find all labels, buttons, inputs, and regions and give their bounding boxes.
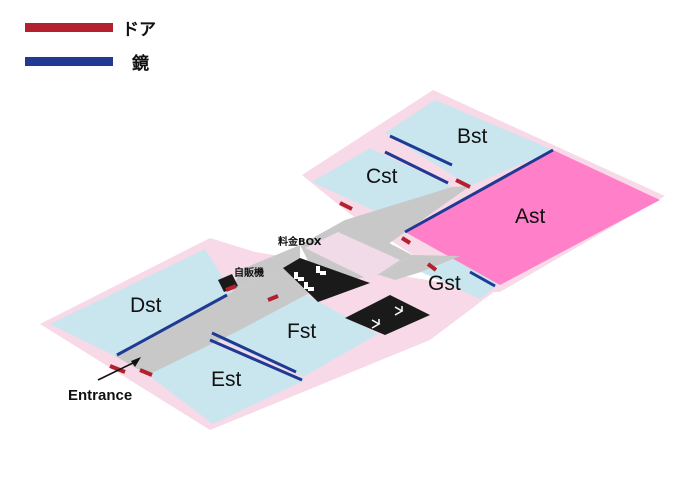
door-est — [139, 368, 153, 377]
room-label-gst: Gst — [428, 272, 461, 295]
room-fst — [205, 289, 378, 377]
toilet-icon — [304, 282, 314, 291]
room-est — [148, 340, 305, 424]
door-ast — [400, 236, 412, 245]
legend-door-label: ドア — [122, 20, 156, 40]
room-bst — [385, 100, 553, 186]
legend-mirror-swatch — [25, 57, 113, 66]
legend-door-swatch — [25, 23, 113, 32]
restroom-group — [283, 258, 430, 335]
rooms — [50, 100, 660, 424]
legend: ドア 鏡 — [25, 20, 156, 74]
room-dst — [50, 249, 232, 356]
restroom-toilets — [283, 258, 370, 302]
room-label-cst: Cst — [366, 165, 398, 188]
door-entrance — [109, 364, 126, 374]
room-gst — [421, 256, 500, 299]
payment-box-label: 料金BOX — [278, 235, 322, 248]
door-gst — [426, 262, 438, 272]
room-label-dst: Dst — [130, 294, 162, 317]
hanger-icon — [371, 319, 381, 329]
hanger-icons — [371, 306, 404, 329]
room-ast — [405, 150, 660, 285]
toilet-icon — [316, 266, 326, 275]
door-bst — [455, 178, 471, 189]
door-dst — [225, 284, 237, 292]
mirror-ast — [404, 148, 554, 234]
room-label-est: Est — [211, 368, 242, 391]
door-fst — [267, 294, 279, 302]
doors — [109, 178, 471, 377]
room-label-bst: Bst — [457, 125, 488, 148]
payment-area — [305, 232, 400, 280]
vending-machine-label: 自販機 — [234, 266, 264, 279]
entrance-label: Entrance — [68, 387, 132, 404]
hanger-icon — [394, 306, 404, 316]
restroom-changing — [345, 295, 430, 335]
door-cst — [339, 201, 353, 211]
mirrors — [116, 134, 554, 382]
room-label-fst: Fst — [287, 320, 316, 343]
mirror-bst — [389, 134, 453, 167]
entrance-arrow-icon — [97, 357, 141, 381]
mirror-cst — [384, 150, 449, 185]
mirror-dst — [116, 293, 228, 357]
mirror-gst — [469, 270, 496, 288]
toilet-icon — [294, 272, 304, 281]
room-label-ast: Ast — [515, 205, 546, 228]
toilet-icons — [294, 266, 326, 291]
mirror-fst — [211, 331, 297, 374]
legend-mirror-label: 鏡 — [132, 53, 149, 74]
mirror-est — [209, 338, 303, 382]
